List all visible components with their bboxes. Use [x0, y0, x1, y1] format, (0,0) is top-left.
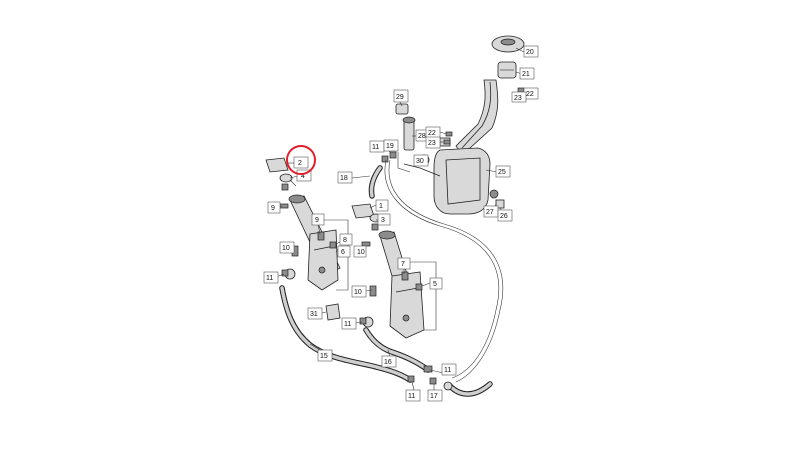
svg-text:28: 28 — [418, 133, 426, 140]
svg-text:2: 2 — [298, 160, 302, 167]
part-label: 9 — [267, 201, 281, 214]
svg-text:26: 26 — [500, 213, 508, 220]
part-label: 11 — [405, 389, 421, 402]
part-label: 4 — [296, 169, 312, 182]
svg-text:1: 1 — [379, 203, 383, 210]
part-label: 18 — [337, 171, 353, 184]
part-label: 11 — [263, 271, 279, 284]
svg-text:11: 11 — [444, 367, 451, 374]
part-label: 15 — [317, 349, 333, 362]
svg-text:29: 29 — [396, 94, 404, 101]
part-labels: 2 4 9 9 8 6 10 11 15 1 3 5 7 10 10 11 31… — [263, 45, 539, 402]
part-label: 23 — [511, 91, 527, 103]
svg-text:22: 22 — [526, 91, 534, 98]
svg-text:10: 10 — [282, 245, 290, 252]
part-label: 17 — [427, 389, 443, 402]
part-label: 7 — [397, 257, 411, 270]
svg-text:23: 23 — [428, 140, 436, 147]
part-label: 16 — [381, 355, 397, 368]
part-label: 25 — [495, 165, 511, 178]
part-label: 27 — [483, 205, 499, 218]
svg-text:8: 8 — [343, 237, 347, 244]
part-label: 10 — [279, 241, 295, 254]
svg-text:19: 19 — [386, 143, 394, 150]
part-label: 21 — [519, 67, 535, 80]
svg-text:4: 4 — [301, 173, 305, 180]
svg-text:9: 9 — [315, 217, 319, 224]
svg-text:23: 23 — [514, 95, 522, 102]
svg-text:11: 11 — [266, 275, 273, 282]
left-nozzle-assembly — [265, 157, 341, 291]
part-label: 9 — [311, 213, 325, 226]
part-label: 19 — [383, 139, 399, 152]
svg-text:10: 10 — [357, 249, 365, 256]
svg-text:9: 9 — [271, 205, 275, 212]
svg-text:3: 3 — [381, 217, 385, 224]
highlight-circle — [286, 145, 316, 175]
svg-text:11: 11 — [408, 393, 415, 400]
svg-text:20: 20 — [526, 49, 534, 56]
part-label: 1 — [375, 199, 389, 212]
svg-text:18: 18 — [340, 175, 348, 182]
part-label: 5 — [429, 277, 443, 290]
part-label: 11 — [441, 363, 457, 376]
svg-text:15: 15 — [320, 353, 328, 360]
part-label: 23 — [425, 136, 441, 149]
part-label: 11 — [341, 317, 357, 330]
svg-text:5: 5 — [433, 281, 437, 288]
svg-text:11: 11 — [344, 321, 351, 328]
part-label: 6 — [337, 245, 351, 258]
reservoir-assembly — [403, 35, 525, 215]
part-label: 2 — [293, 156, 309, 169]
svg-text:17: 17 — [430, 393, 438, 400]
svg-text:30: 30 — [416, 158, 424, 165]
part-label: 30 — [413, 154, 429, 167]
part-label: 10 — [351, 285, 367, 298]
svg-text:25: 25 — [498, 169, 506, 176]
svg-text:7: 7 — [401, 261, 405, 268]
svg-text:22: 22 — [428, 130, 436, 137]
part-label: 3 — [377, 213, 391, 226]
svg-text:21: 21 — [522, 71, 530, 78]
svg-text:10: 10 — [354, 289, 362, 296]
hose-lines — [279, 159, 504, 397]
part-label: 31 — [307, 307, 323, 320]
part-label: 10 — [353, 245, 367, 258]
part-label: 8 — [339, 233, 353, 246]
svg-text:6: 6 — [341, 249, 345, 256]
svg-text:11: 11 — [372, 144, 379, 151]
part-label: 29 — [393, 89, 409, 103]
part-label: 20 — [523, 45, 539, 58]
part-label: 22 — [425, 126, 441, 139]
part-label: 11 — [369, 140, 385, 153]
part-label: 26 — [497, 209, 513, 222]
svg-text:31: 31 — [310, 311, 318, 318]
svg-text:16: 16 — [384, 359, 392, 366]
svg-text:27: 27 — [486, 209, 494, 216]
